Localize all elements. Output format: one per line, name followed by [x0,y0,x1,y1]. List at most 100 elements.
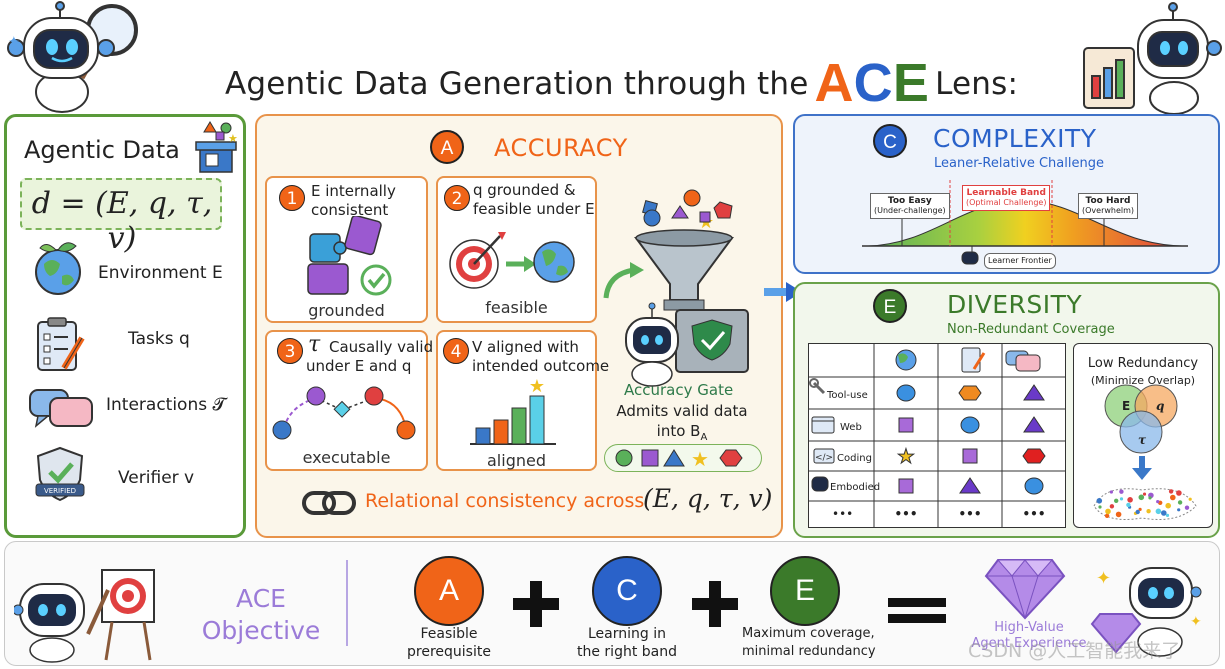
row-wrench-icon [809,378,826,395]
coverage-grid-lines: </> ★••••••••• [808,343,1066,528]
row-label-web: Web [840,422,862,433]
scatter-dot [1105,508,1111,515]
equals-icon-top [888,598,946,607]
scatter-dot [1119,489,1124,494]
cell-circle-r1-c1 [960,416,980,434]
objective-c-circle: C [592,556,662,626]
svg-text:✦: ✦ [8,34,20,50]
verified-shield-icon: VERIFIED [35,446,85,502]
objective-e-circle: E [770,556,840,626]
output-shapes-icon: ★ [615,447,743,470]
plus-icon-v-1 [530,581,542,627]
globe-icon [35,242,81,295]
interactions-label: Interactions 𝓣 [106,395,226,415]
scatter-dot [1177,508,1181,512]
scatter-dot [1104,513,1110,518]
cell-dots-r4-c1: ••• [958,507,981,521]
scatter-dot [1127,497,1133,503]
objective-divider [346,560,348,646]
scatter-dot [1114,498,1119,503]
column-chat-icon [1005,350,1041,372]
cell-hexagon-r2-c2 [1022,448,1046,464]
scatter-dot [1109,504,1115,509]
robot-magnifier-icon: ✦ [7,1,138,113]
cell-square-r2-c1 [962,448,978,464]
svg-text:★: ★ [529,376,545,397]
venn-label-tau: τ [1138,433,1147,447]
row-label-embodied: Embodied [830,482,881,493]
coverage-grid [808,343,1066,528]
equals-icon-bottom [888,614,946,623]
venn-label-q: q [1156,399,1164,413]
venn-diagram: E q τ [1093,384,1197,520]
tasks-label: Tasks q [128,329,190,349]
formula-box [20,178,222,230]
row-label-coding: Coding [837,453,872,464]
scatter-dot [1156,500,1160,504]
scatter-dot [1098,505,1102,509]
column-clipboard-icon [961,347,986,373]
caption-executable: executable [302,448,391,467]
plus-icon-v-2 [709,581,721,627]
scatter-dot [1142,492,1147,496]
scatter-dot [1096,498,1103,504]
row-browser-icon [811,416,835,434]
svg-text:✦: ✦ [1190,614,1202,630]
accuracy-gate-title: Accuracy Gate [624,381,734,399]
scatter-dot [1177,500,1183,505]
row-label-more: ••• [832,507,854,521]
scatter-dot [1109,490,1113,494]
cell-triangle-r1-c2 [1023,416,1045,433]
trajectory-icon [272,386,416,440]
tau-symbol: τ [308,332,321,357]
data-tuple-formula: d = (E, q, τ, v) [31,186,213,256]
row-code-icon: </> [813,448,835,464]
cell-circle-r3-c2 [1024,477,1044,495]
objective-e-caption: Maximum coverage,minimal redundancy [742,626,876,659]
accuracy-gate-description: Admits valid data into BA [616,402,748,443]
funnel-gate-icon: ★ [603,189,749,387]
cell-triangle-r3-c1 [959,477,981,494]
accuracy-text-3-line2: under E and q [306,357,412,375]
scatter-dot [1138,507,1142,511]
robot-chart-icon [1083,2,1222,115]
scatter-dot [1170,494,1176,501]
chain-link-icon [302,491,356,515]
scatter-dot [1168,489,1174,494]
environment-label: Environment E [98,263,223,283]
svg-text:✦: ✦ [1096,568,1111,589]
scatter-dot [1119,497,1124,501]
too-easy-label: Too Easy(Under-challenge) [870,193,950,219]
scatter-dot [1184,505,1190,510]
accuracy-num-1: 1 [279,185,305,211]
scatter-dot [1135,509,1140,515]
cell-star-r2-c0: ★ [897,444,915,468]
robot-diamond-icon: ✦ ✦ [1090,567,1202,657]
scatter-dot [1165,502,1171,509]
clipboard-icon [37,317,85,371]
relational-formula: (E, q, τ, v) [643,484,773,513]
accuracy-badge: A [430,130,464,164]
scatter-dot [1176,490,1182,496]
accuracy-num-4: 4 [443,338,469,364]
diversity-subtitle: Non-Redundant Coverage [947,322,1115,337]
cell-triangle-r0-c2 [1023,384,1045,401]
accuracy-text-2: q grounded &feasible under E [473,181,595,218]
diversity-badge: E [873,289,907,323]
cell-circle-r0-c0 [896,384,916,402]
low-redundancy-subtitle: (Minimize Overlap) [1090,374,1196,387]
scatter-dot [1115,511,1122,518]
verifier-label: Verifier v [118,468,195,488]
venn-label-e: E [1122,399,1130,413]
row-robot-icon [811,476,829,492]
svg-text:★: ★ [228,132,238,145]
complexity-badge: C [873,124,907,158]
diamond-icon [984,559,1066,620]
scatter-dot [1161,510,1167,516]
